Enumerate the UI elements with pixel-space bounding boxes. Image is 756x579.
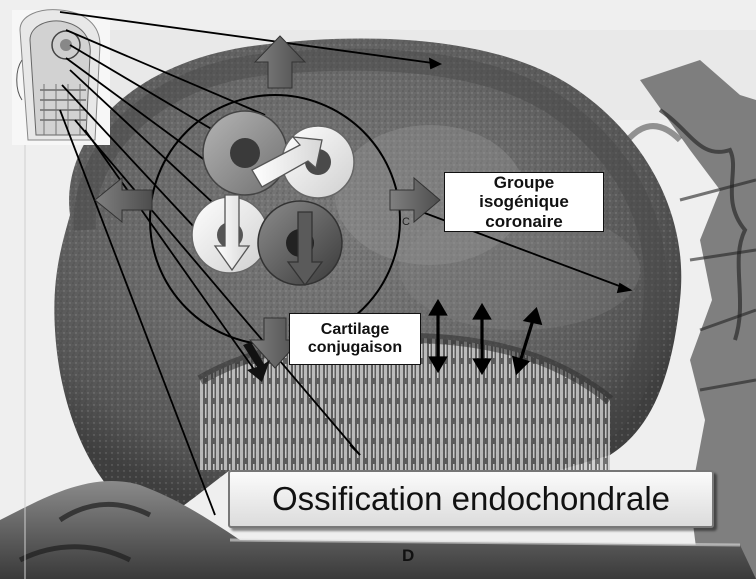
- inset-bone-schematic: [12, 10, 110, 145]
- cell-ring: [203, 111, 287, 195]
- letter-d-marker: D: [402, 546, 414, 566]
- ossification-title: Ossification endochondrale: [228, 470, 714, 528]
- letter-c-marker: C: [402, 216, 410, 228]
- isogenic-group-label: Groupe isogénique coronaire: [444, 172, 604, 232]
- growth-plate-label: Cartilage conjugaison: [289, 313, 421, 365]
